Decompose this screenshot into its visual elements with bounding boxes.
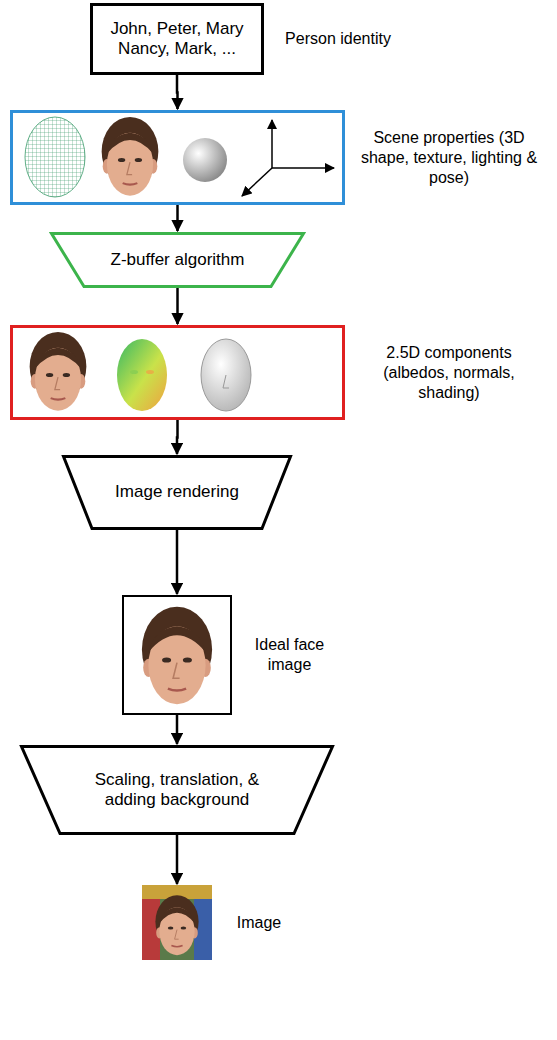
flow-arrow: [176, 715, 179, 744]
node-label: Z-buffer algorithm: [111, 250, 245, 270]
side-label: Ideal face image: [242, 635, 337, 675]
node-label: Image rendering: [115, 482, 239, 502]
trapezoid-shape: [22, 747, 333, 834]
trapezoid-shape: [52, 234, 304, 287]
flow-arrow: [176, 530, 179, 594]
flow-arrow: [176, 420, 179, 454]
process-trapezoid: Scaling, translation, & adding backgroun…: [20, 745, 334, 835]
process-trapezoid: Image rendering: [62, 455, 292, 530]
side-label: Person identity: [273, 29, 403, 49]
process-trapezoid: Z-buffer algorithm: [50, 232, 305, 288]
components-box: 2.5D components (albedos, normals, shadi…: [10, 325, 345, 420]
flow-arrow: [176, 835, 179, 884]
side-label: 2.5D components (albedos, normals, shadi…: [354, 343, 544, 403]
flow-arrow: [176, 288, 179, 324]
trapezoid-shape: [64, 457, 291, 529]
node-label: Scaling, translation, & adding backgroun…: [68, 770, 286, 811]
side-label: Image: [224, 913, 294, 933]
node-label: John, Peter, Mary Nancy, Mark, ...: [98, 19, 256, 60]
output-image: Image: [142, 885, 212, 960]
flow-arrow: [176, 205, 179, 231]
identity-box: John, Peter, Mary Nancy, Mark, ...Person…: [90, 3, 264, 75]
flow-arrow: [176, 75, 179, 109]
image-box: Ideal face image: [122, 595, 232, 715]
scene-properties-box: Scene properties (3D shape, texture, lig…: [10, 110, 345, 205]
side-label: Scene properties (3D shape, texture, lig…: [354, 128, 544, 188]
